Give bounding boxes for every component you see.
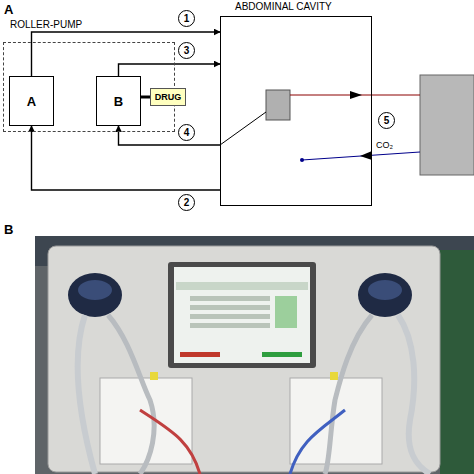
pump-box: A [9,76,54,126]
photo-background [440,250,474,474]
panel-label: A [4,2,13,17]
pump-head [68,273,122,317]
callout-number: 5 [378,112,395,129]
pump-box: B [96,76,141,126]
screen-button [180,352,220,357]
arrow-head [360,151,372,160]
flow-line [119,64,221,76]
pump-head [368,280,402,300]
screen-row [190,305,270,310]
screen [174,267,310,363]
flow-line [32,32,221,76]
callout-number: 4 [178,124,195,141]
flow-line [119,126,221,145]
gas-label: CO₂ [376,140,393,150]
screen-row [190,323,270,328]
tube [108,315,154,474]
pump-group: ROLLER-PUMPAB [3,42,175,132]
screen-row [176,282,308,290]
node-label: A [27,94,36,109]
screen-frame [168,262,316,368]
panel-label: B [4,222,13,237]
screen-row [190,314,270,319]
node-label: B [114,94,123,109]
clip [150,372,158,380]
tube [398,315,430,474]
pump-head [358,273,412,317]
screen-row [190,296,270,301]
arrow-head [350,91,362,99]
device-panel [48,246,440,472]
callout-number: 2 [178,194,195,211]
node-label: DRUG [155,92,182,102]
callout-number: 3 [178,42,195,59]
tube [140,410,200,474]
wire [302,152,420,160]
node-label: ROLLER-PUMP [10,19,82,30]
catheter-box [266,90,290,120]
wire [220,112,266,145]
screen-button [262,352,302,357]
node-label: ABDOMINAL CAVITY [235,1,332,12]
clip [330,372,338,380]
drug-box: DRUG [150,88,186,106]
tube [78,315,95,474]
callout-number: 1 [178,10,195,27]
tube [325,315,372,474]
flow-line [141,96,150,99]
pump-head [78,280,112,300]
cavity-box: ABDOMINAL CAVITY [220,16,372,206]
tube [290,410,345,474]
photo-background [35,236,474,474]
outlet-dot [300,158,304,162]
insufflator-box [420,75,474,175]
screen-row [275,296,297,328]
